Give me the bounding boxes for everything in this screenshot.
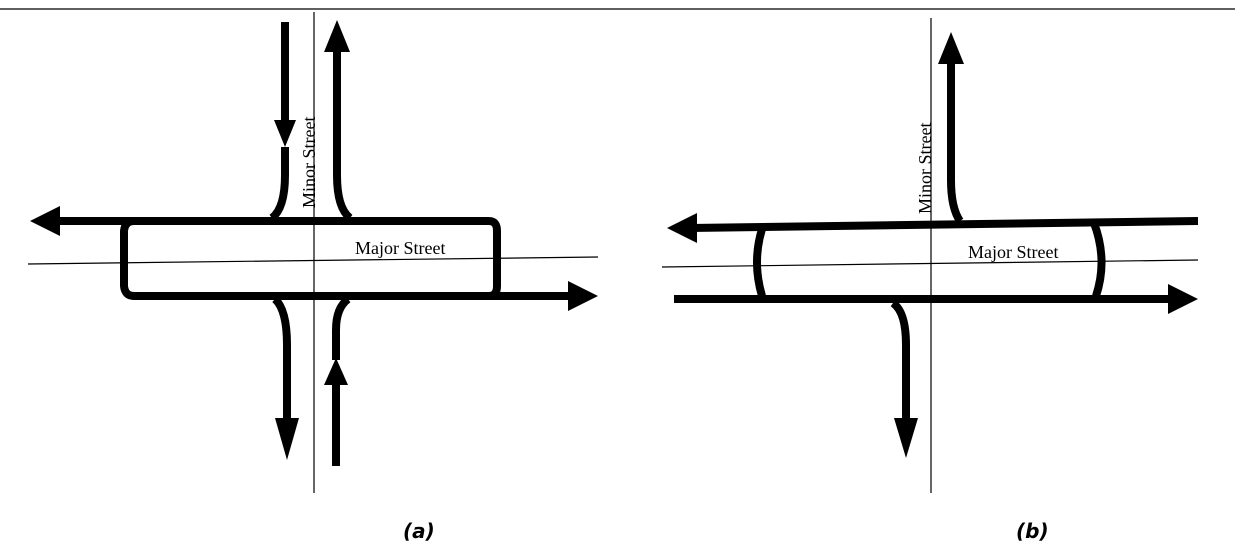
panel-a: Minor Street Major Street (a) xyxy=(27,12,599,543)
minor-street-label: Minor Street xyxy=(299,117,319,209)
major-street-centerline xyxy=(661,259,1199,268)
southbound-out-shaft xyxy=(272,296,291,420)
southbound-out-shaft xyxy=(890,299,910,420)
major-street-label: Major Street xyxy=(355,238,445,258)
caption-b: (b) xyxy=(1016,519,1049,543)
median-left-end xyxy=(753,227,766,298)
westbound-arrowhead xyxy=(30,206,60,236)
northbound-out-shaft xyxy=(333,45,353,222)
northbound-in-curve xyxy=(332,295,351,360)
northbound-in-arrowhead xyxy=(324,358,348,385)
westbound-arrowhead xyxy=(667,213,697,243)
eastbound-arrowhead xyxy=(1168,284,1198,314)
northbound-out-shaft xyxy=(947,58,964,224)
median-right-end xyxy=(1090,221,1106,298)
westbound-arrow xyxy=(689,217,1199,232)
caption-a: (a) xyxy=(403,519,435,543)
northbound-out-arrowhead xyxy=(938,32,964,64)
eastbound-arrowhead xyxy=(568,281,598,311)
panel-b: Minor Street Major Street (b) xyxy=(661,18,1199,543)
southbound-out-arrowhead xyxy=(894,418,918,458)
minor-street-label: Minor Street xyxy=(915,123,935,215)
southbound-in-arrowhead xyxy=(274,120,296,147)
northbound-out-arrowhead xyxy=(324,20,350,52)
southbound-in-curve xyxy=(269,147,289,222)
southbound-out-arrowhead xyxy=(275,418,299,460)
major-street-label: Major Street xyxy=(968,242,1058,262)
major-street-centerline xyxy=(27,256,599,265)
